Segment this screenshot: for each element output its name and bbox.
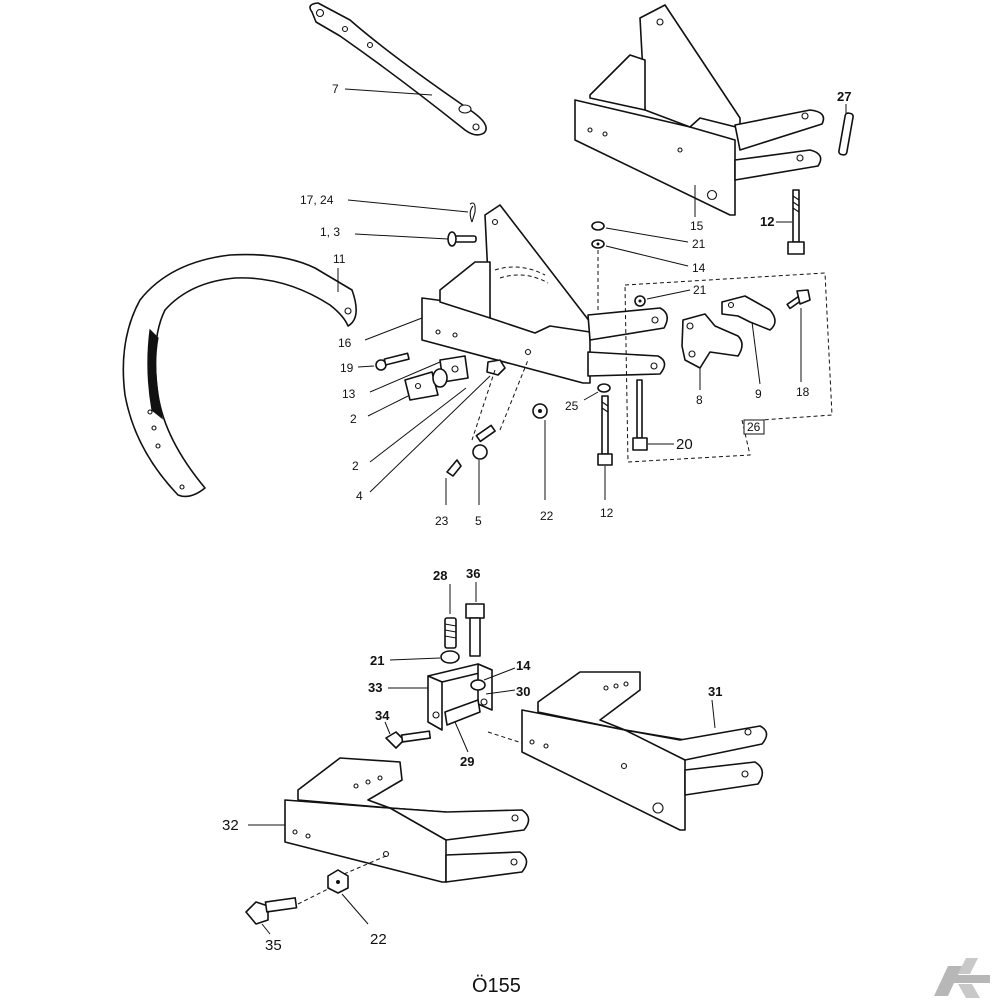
part-5-bolt — [472, 424, 496, 460]
part-1-3-pin — [447, 231, 477, 247]
reference-number: Ö155 — [472, 975, 521, 997]
label-32: 32 — [222, 817, 239, 834]
part-4-nut — [486, 359, 506, 376]
part-21-nut-middle — [634, 295, 646, 307]
label-5: 5 — [475, 514, 482, 528]
label-34: 34 — [375, 708, 390, 723]
part-30-bush — [470, 679, 486, 691]
part-16-main-frame — [421, 204, 668, 384]
part-35-bolt — [245, 897, 298, 925]
label-27: 27 — [837, 89, 851, 104]
label-7: 7 — [332, 82, 339, 96]
kit-26-boundary — [624, 272, 833, 463]
label-20: 20 — [676, 436, 693, 453]
label-21-lower: 21 — [370, 653, 384, 668]
part-21-nut-lower — [440, 650, 460, 664]
label-33: 33 — [368, 680, 382, 695]
label-30: 30 — [516, 684, 530, 699]
label-21-middle: 21 — [693, 283, 707, 297]
part-21-nut-upper — [591, 221, 605, 249]
part-36-bolt — [465, 603, 485, 657]
part-7-link-bar — [309, 2, 487, 136]
label-36: 36 — [466, 566, 480, 581]
label-35: 35 — [265, 937, 282, 954]
part-17-24-split-pin — [469, 202, 476, 223]
label-12-lower: 12 — [600, 506, 614, 520]
kit-26-box — [743, 419, 765, 435]
label-22-lower: 22 — [370, 931, 387, 948]
label-4: 4 — [356, 489, 363, 503]
part-34-bolt — [385, 730, 432, 749]
label-22-middle: 22 — [540, 509, 554, 523]
label-8: 8 — [696, 393, 703, 407]
label-29: 29 — [460, 754, 474, 769]
part-22-nut-lower — [327, 869, 349, 894]
label-19: 19 — [340, 361, 354, 375]
part-32-frame — [284, 757, 530, 883]
label-2-upper: 2 — [350, 412, 357, 426]
label-14-lower: 14 — [516, 658, 531, 673]
label-31: 31 — [708, 684, 722, 699]
label-26: 26 — [747, 420, 761, 434]
label-17-24: 17, 24 — [300, 193, 334, 207]
part-23-grease-nipple — [446, 459, 462, 477]
part-15-frame-bracket — [574, 4, 825, 216]
part-31-frame — [521, 671, 768, 831]
part-9-clamp — [721, 295, 776, 331]
part-28-bolt — [444, 617, 457, 649]
label-25: 25 — [565, 399, 579, 413]
label-9: 9 — [755, 387, 762, 401]
label-15: 15 — [690, 219, 704, 233]
label-2-lower: 2 — [352, 459, 359, 473]
label-18: 18 — [796, 385, 810, 399]
label-13: 13 — [342, 387, 356, 401]
part-11-curved-tine — [122, 253, 357, 498]
label-23: 23 — [435, 514, 449, 528]
part-19-bolt — [375, 352, 410, 371]
label-16: 16 — [338, 336, 352, 350]
part-12-lower-bolt — [597, 395, 613, 466]
corner-logo-icon — [934, 958, 990, 998]
part-20-bolt — [632, 379, 648, 451]
part-25-washer — [597, 383, 611, 393]
part-22-nut-middle — [532, 403, 548, 419]
label-11: 11 — [333, 252, 346, 266]
label-14-upper: 14 — [692, 261, 706, 275]
part-2-block-left — [404, 368, 448, 401]
label-12-upper: 12 — [760, 214, 774, 229]
part-29-sleeve — [444, 699, 481, 726]
label-21-upper: 21 — [692, 237, 706, 251]
part-27-pin — [838, 112, 854, 156]
label-28: 28 — [433, 568, 447, 583]
part-12-upper-bolt — [787, 189, 805, 255]
label-1-3: 1, 3 — [320, 225, 340, 239]
part-8-clamp — [681, 313, 743, 369]
part-18-bolt — [786, 289, 811, 310]
